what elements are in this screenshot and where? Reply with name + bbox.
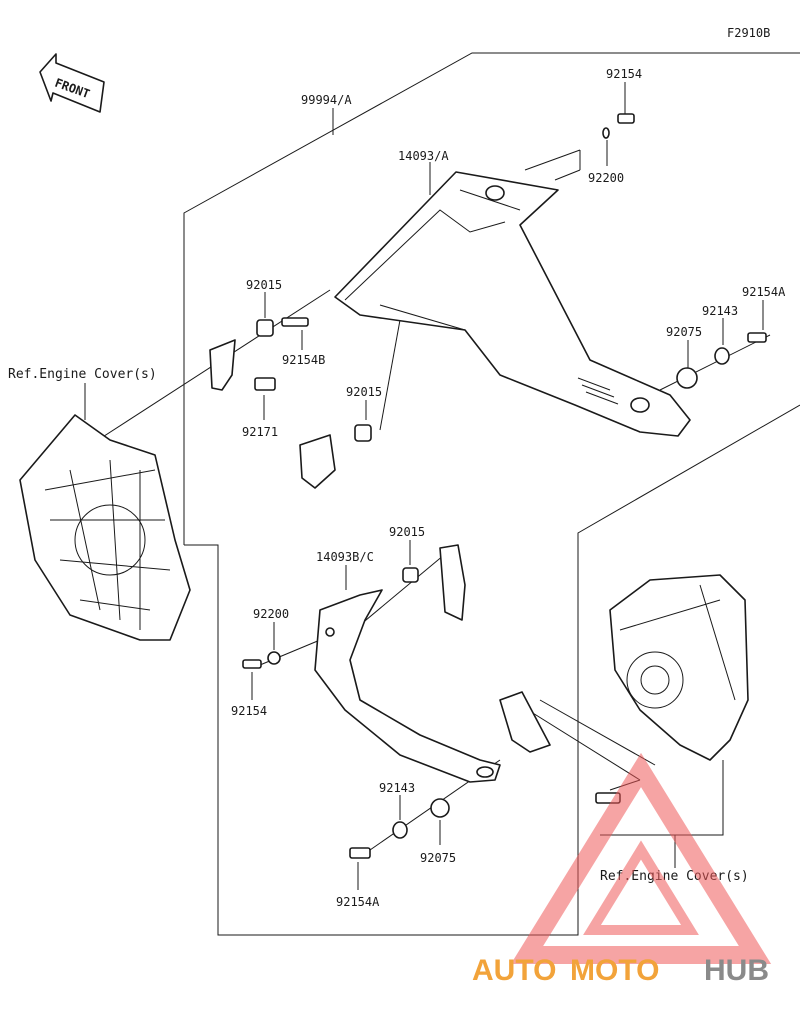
watermark-hub: HUB xyxy=(704,954,769,987)
front-direction-arrow-icon: FRONT xyxy=(39,53,105,113)
collar-92143-right-icon xyxy=(714,347,730,365)
left-engine-cover-icon xyxy=(19,414,191,641)
watermark: AUTO MOTO HUB xyxy=(472,752,772,987)
kit-boundary xyxy=(183,52,800,936)
bolt-92154-top-icon xyxy=(617,113,635,124)
bolt-92154a-lower-icon xyxy=(349,847,371,859)
label-92200-lower: 92200 xyxy=(253,607,289,621)
grommet-92075-lower-icon xyxy=(430,798,450,818)
collar-92015-mid-icon xyxy=(354,424,372,442)
watermark-moto: MOTO xyxy=(570,954,659,987)
upper-engine-guard-cover xyxy=(334,171,691,437)
grommet-92075-right-icon xyxy=(676,367,698,389)
label-14093bc: 14093B/C xyxy=(316,550,374,564)
lower-engine-guard-cover xyxy=(314,589,501,783)
label-92200-top: 92200 xyxy=(588,171,624,185)
label-92015-upper: 92015 xyxy=(246,278,282,292)
label-92075-right: 92075 xyxy=(666,325,702,339)
figure-code: F2910B xyxy=(727,26,770,40)
label-92143-lower: 92143 xyxy=(379,781,415,795)
bracket-left-upper-icon xyxy=(209,339,236,391)
label-99994a: 99994/A xyxy=(301,93,352,107)
bolt-92154a-right-icon xyxy=(747,332,767,343)
washer-92200-lower-icon xyxy=(267,651,281,665)
washer-92200-top-icon xyxy=(602,127,610,139)
bracket-lower-right-icon xyxy=(439,544,466,621)
label-92154b: 92154B xyxy=(282,353,325,367)
collar-92143-lower-icon xyxy=(392,821,408,839)
label-92154-top: 92154 xyxy=(606,67,642,81)
bracket-left-lower-icon xyxy=(299,434,336,489)
part-labels: 99994/A 14093/A 92154 92200 92154A 92143… xyxy=(231,67,786,909)
right-cover-leader xyxy=(600,760,724,836)
label-92143-right: 92143 xyxy=(702,304,738,318)
label-14093a: 14093/A xyxy=(398,149,449,163)
ref-engine-cover-left: Ref.Engine Cover(s) xyxy=(8,367,157,382)
clip-92171-icon xyxy=(254,377,276,391)
label-92171: 92171 xyxy=(242,425,278,439)
watermark-auto: AUTO xyxy=(472,954,556,987)
bolt-92154-lower-icon xyxy=(242,659,262,669)
label-92015-mid: 92015 xyxy=(346,385,382,399)
label-92154a-right: 92154A xyxy=(742,285,786,299)
label-92075-lower: 92075 xyxy=(420,851,456,865)
collar-92015-lower-icon xyxy=(402,567,419,583)
bolt-92154b-icon xyxy=(281,317,309,327)
label-92015-lower: 92015 xyxy=(389,525,425,539)
right-engine-cover-icon xyxy=(609,574,749,761)
collar-92015-upper-icon xyxy=(256,319,274,337)
label-92154a-lower: 92154A xyxy=(336,895,380,909)
bracket-lower-center-icon xyxy=(499,691,551,753)
label-92154-lower: 92154 xyxy=(231,704,267,718)
